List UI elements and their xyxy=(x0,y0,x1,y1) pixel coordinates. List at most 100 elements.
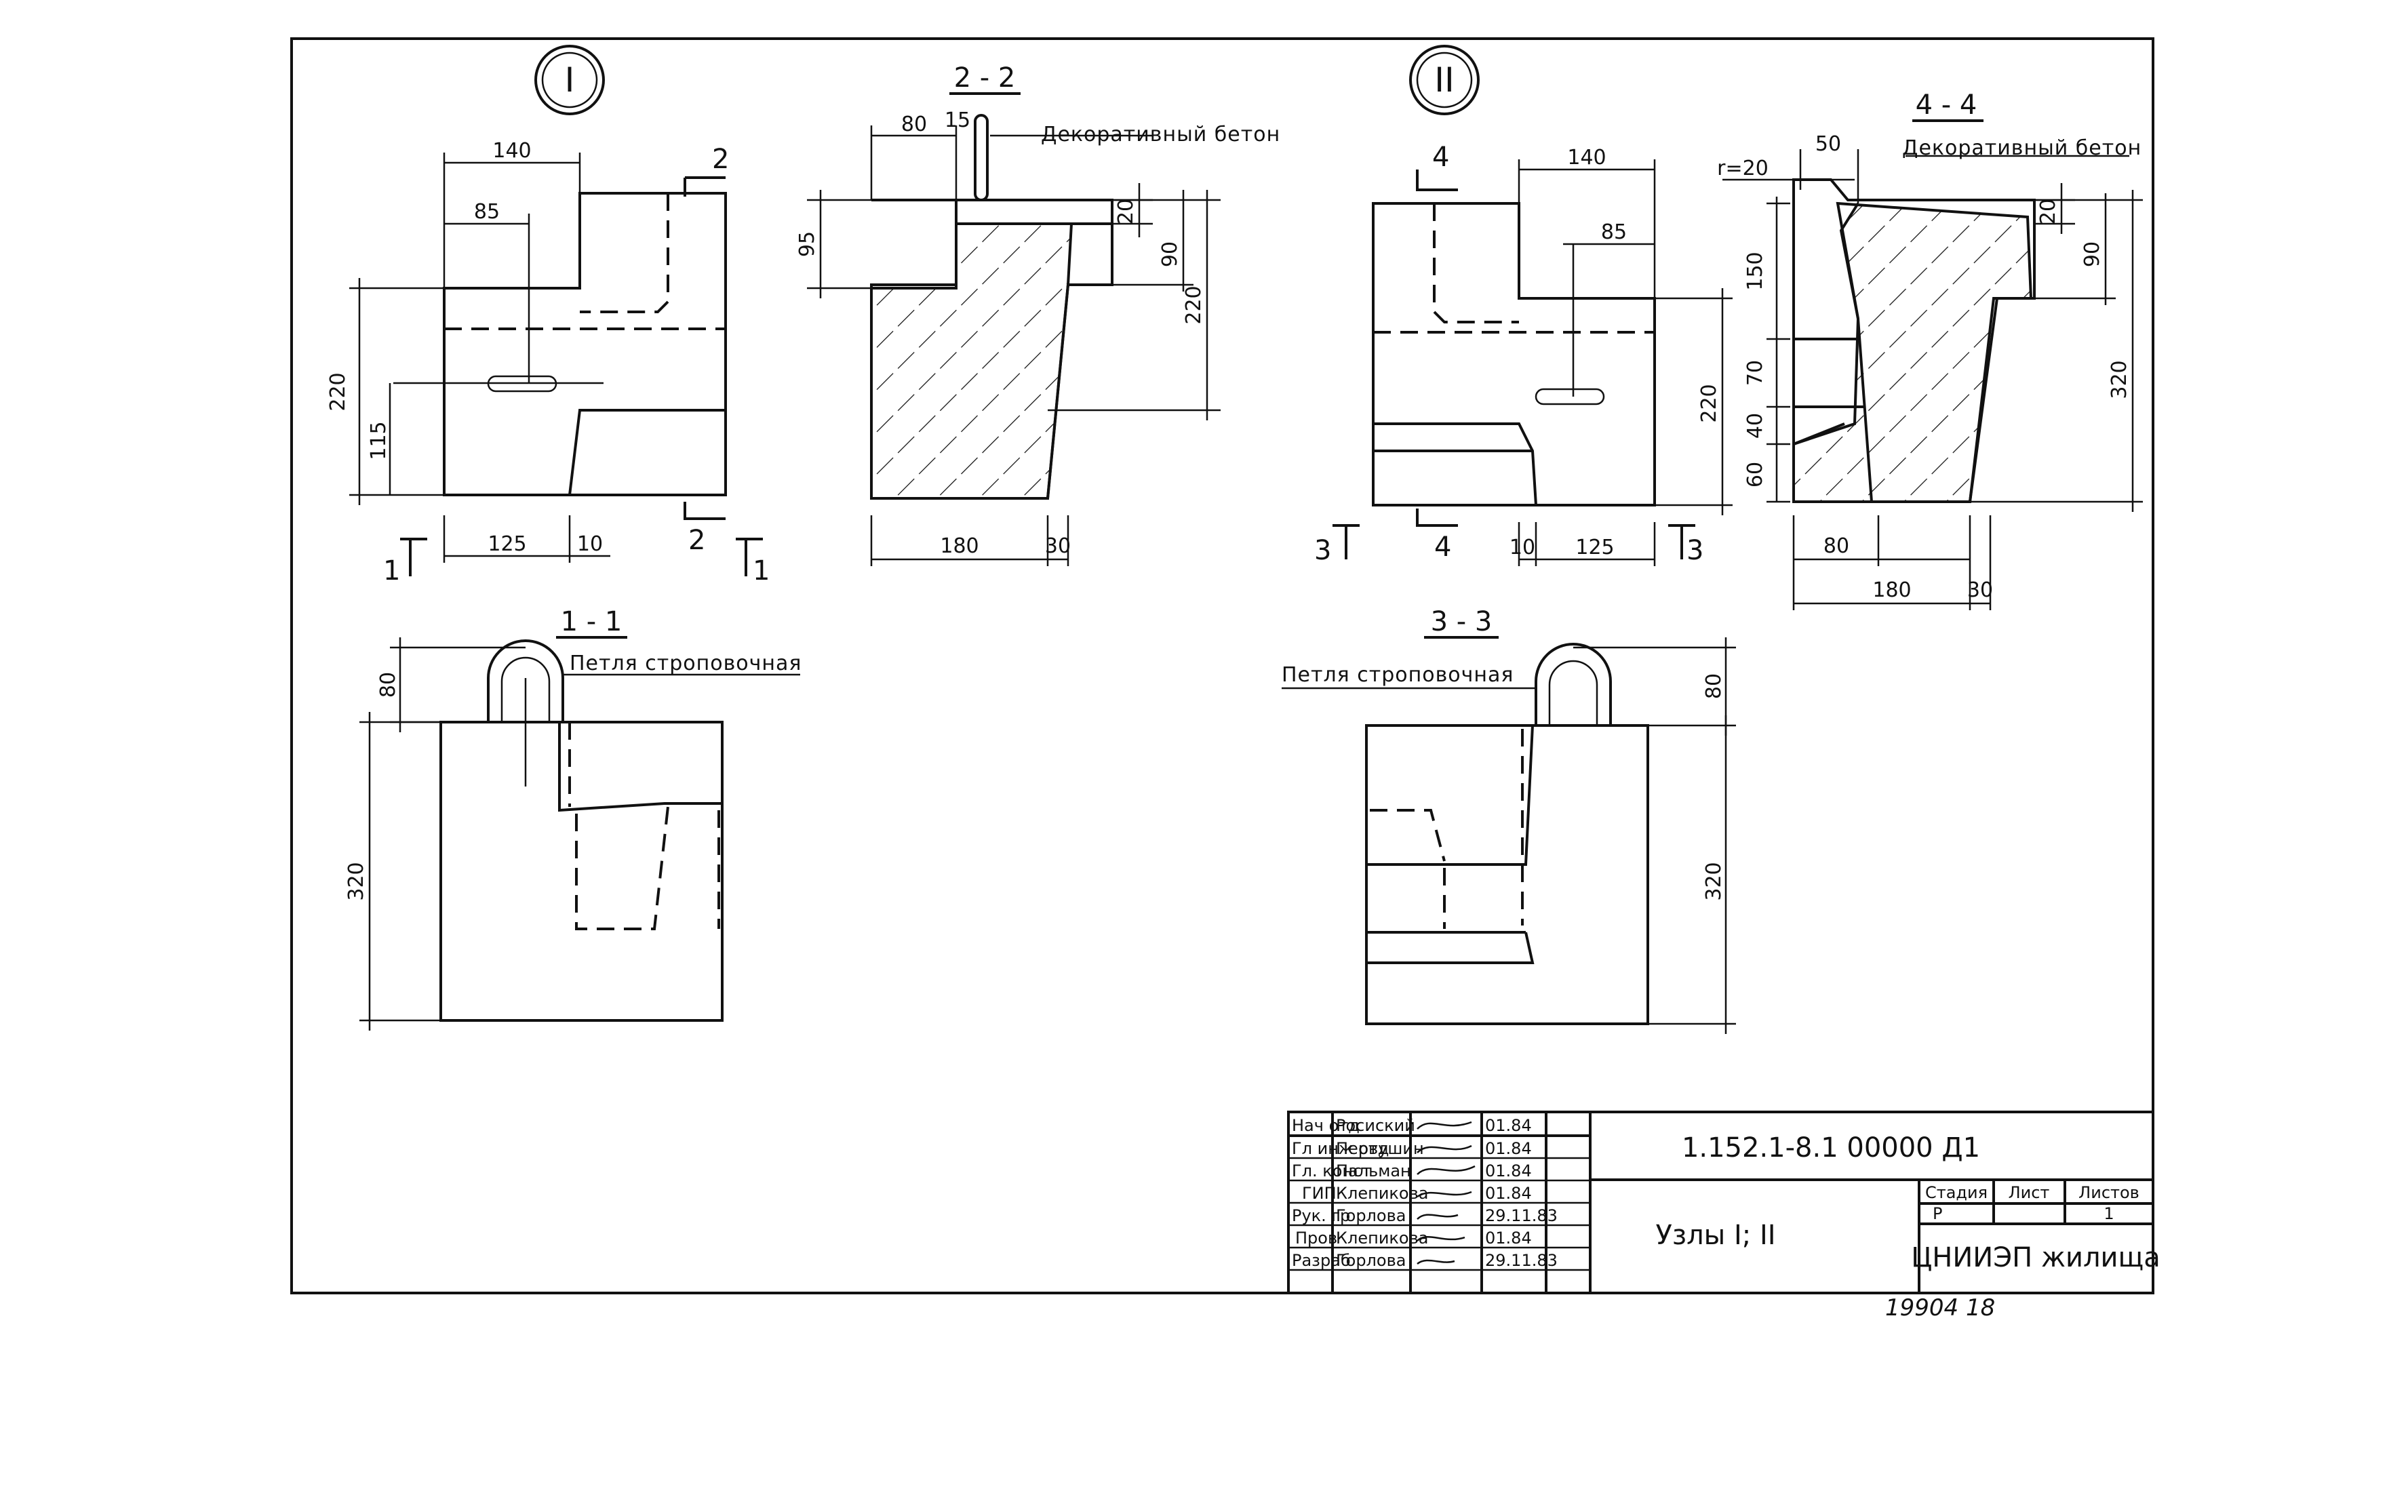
n2-dim-220: 220 xyxy=(1697,384,1721,422)
s44-dim-80: 80 xyxy=(1823,534,1849,558)
title-block-sheet-header: Лист xyxy=(2009,1183,2050,1202)
title-block-row: Гл. конст Пальман 01.84 xyxy=(1292,1161,1532,1180)
section-4-4-title: 4 - 4 xyxy=(1916,89,1977,121)
n2-dim-140: 140 xyxy=(1567,146,1606,170)
title-block-stage-value: Р xyxy=(1933,1204,1942,1223)
title-block-title: Узлы I; II xyxy=(1655,1220,1775,1251)
s44-dim-60: 60 xyxy=(1743,462,1767,488)
node-1-view: I 140 85 220 115 125 10 2 2 1 1 xyxy=(326,45,770,586)
tb-role: Пров xyxy=(1295,1229,1337,1248)
node-2-badge-outer xyxy=(1409,45,1480,115)
tb-date: 01.84 xyxy=(1485,1139,1532,1158)
s22-dim-180: 180 xyxy=(940,534,979,558)
title-block-org: ЦНИИЭП жилища xyxy=(1911,1242,2160,1273)
cut-1-right: 1 xyxy=(753,555,770,586)
s22-dim-15: 15 xyxy=(945,108,970,132)
s44-dim-150: 150 xyxy=(1743,252,1767,290)
tb-name: Клепикова xyxy=(1336,1184,1428,1203)
n1-dim-125: 125 xyxy=(488,532,526,556)
s22-dim-90: 90 xyxy=(1158,241,1182,267)
title-block-row: Пров Клепикова 01.84 xyxy=(1295,1229,1532,1248)
s11-dim-320: 320 xyxy=(344,862,368,900)
tb-name: Пальман xyxy=(1336,1161,1411,1180)
s22-dim-30: 30 xyxy=(1045,534,1071,558)
title-block-row: ГИП Клепикова 01.84 xyxy=(1302,1184,1532,1203)
s44-dim-320: 320 xyxy=(2108,360,2131,399)
tb-date: 01.84 xyxy=(1485,1184,1532,1203)
node-2-label: II xyxy=(1434,60,1455,100)
title-block-row: Рук. гр Горлова 29.11.83 xyxy=(1292,1206,1558,1225)
section-2-2: 2 - 2 Декоративный бетон 80 15 95 20 90 … xyxy=(795,62,1280,566)
tb-role: Нач отд xyxy=(1292,1116,1360,1135)
s33-dim-80: 80 xyxy=(1702,673,1726,699)
s22-dim-20: 20 xyxy=(1114,199,1138,224)
s44-dim-90: 90 xyxy=(2080,241,2104,267)
node-2-badge-inner xyxy=(1416,52,1473,108)
s44-dim-r20: r=20 xyxy=(1717,157,1769,180)
node-1-badge-inner xyxy=(541,52,598,108)
title-block-code: 1.152.1-8.1 00000 Д1 xyxy=(1682,1132,1980,1163)
n1-dim-220: 220 xyxy=(326,372,350,411)
s11-dim-80: 80 xyxy=(376,672,400,698)
title-block-row: Разраб Горлова 29.11.83 xyxy=(1292,1251,1558,1270)
node-2-view: II 140 85 220 10 125 4 4 3 3 xyxy=(1314,45,1733,566)
tb-name: Росиский xyxy=(1336,1116,1415,1135)
cut-2-bottom: 2 xyxy=(688,525,705,556)
tb-date: 29.11.83 xyxy=(1485,1206,1558,1225)
s44-dim-180: 180 xyxy=(1872,578,1911,602)
n1-dim-85: 85 xyxy=(474,200,500,224)
n2-dim-85: 85 xyxy=(1601,220,1627,244)
n2-dim-10: 10 xyxy=(1509,536,1535,559)
n2-dim-125: 125 xyxy=(1575,536,1614,559)
cut-2-top: 2 xyxy=(712,144,729,175)
section-4-4: 4 - 4 r=20 50 Декоративный бетон 150 70 … xyxy=(1717,89,2143,610)
tb-name: Первушин xyxy=(1336,1139,1424,1158)
tb-name: Клепикова xyxy=(1336,1229,1428,1248)
s22-dim-220: 220 xyxy=(1182,285,1206,324)
n1-dim-10: 10 xyxy=(577,532,603,556)
tb-name: Горлова xyxy=(1336,1206,1406,1225)
cut-3-left: 3 xyxy=(1314,535,1331,566)
title-block-row: Гл инж отд Первушин 01.84 xyxy=(1292,1139,1532,1158)
tb-date: 01.84 xyxy=(1485,1161,1532,1180)
tb-role: Гл. конст xyxy=(1292,1161,1371,1180)
n1-dim-115: 115 xyxy=(367,421,391,460)
sheet-frame xyxy=(290,37,2154,1294)
title-block-sheets-header: Листов xyxy=(2078,1183,2139,1202)
n1-dim-140: 140 xyxy=(492,139,531,163)
s44-dim-70: 70 xyxy=(1743,360,1767,386)
s22-dim-95: 95 xyxy=(795,231,819,257)
title-block: 1.152.1-8.1 00000 Д1 Узлы I; II ЦНИИЭП ж… xyxy=(1287,1111,2160,1294)
tb-date: 29.11.83 xyxy=(1485,1251,1558,1270)
node-1-badge-outer xyxy=(534,45,605,115)
tb-name: Горлова xyxy=(1336,1251,1406,1270)
label-decor-concrete-22: Декоративный бетон xyxy=(1041,123,1280,146)
cut-4-bottom: 4 xyxy=(1434,532,1451,563)
cut-1-left: 1 xyxy=(383,555,400,586)
s44-dim-50: 50 xyxy=(1815,132,1841,156)
tb-role: Рук. гр xyxy=(1292,1206,1350,1225)
node-1-label: I xyxy=(565,60,575,100)
s44-dim-40: 40 xyxy=(1743,413,1767,439)
section-2-2-title: 2 - 2 xyxy=(954,62,1016,94)
tb-role: Разраб xyxy=(1292,1251,1351,1270)
tb-role: ГИП xyxy=(1302,1184,1337,1203)
s44-dim-30: 30 xyxy=(1967,578,1993,602)
section-3-3: 3 - 3 Петля строповочная 80 320 xyxy=(1282,606,1736,1034)
s22-dim-80: 80 xyxy=(901,113,927,136)
tb-date: 01.84 xyxy=(1485,1116,1532,1135)
section-1-1: 1 - 1 Петля строповочная 80 320 xyxy=(344,606,802,1031)
label-lifting-loop-11: Петля строповочная xyxy=(570,652,802,675)
section-1-1-title: 1 - 1 xyxy=(561,606,623,637)
section-3-3-title: 3 - 3 xyxy=(1431,606,1493,637)
title-block-stage-header: Стадия xyxy=(1925,1183,1988,1202)
title-block-row: Нач отд Росиский 01.84 xyxy=(1292,1116,1532,1135)
cut-3-right: 3 xyxy=(1686,535,1703,566)
s33-dim-320: 320 xyxy=(1702,862,1726,900)
title-block-sheet-value: 1 xyxy=(2104,1204,2114,1223)
label-decor-concrete-44: Декоративный бетон xyxy=(1902,136,2141,160)
footer-note: 19904 18 xyxy=(1885,1294,1995,1321)
cut-4-top: 4 xyxy=(1432,142,1449,173)
label-lifting-loop-33: Петля строповочная xyxy=(1282,663,1514,687)
